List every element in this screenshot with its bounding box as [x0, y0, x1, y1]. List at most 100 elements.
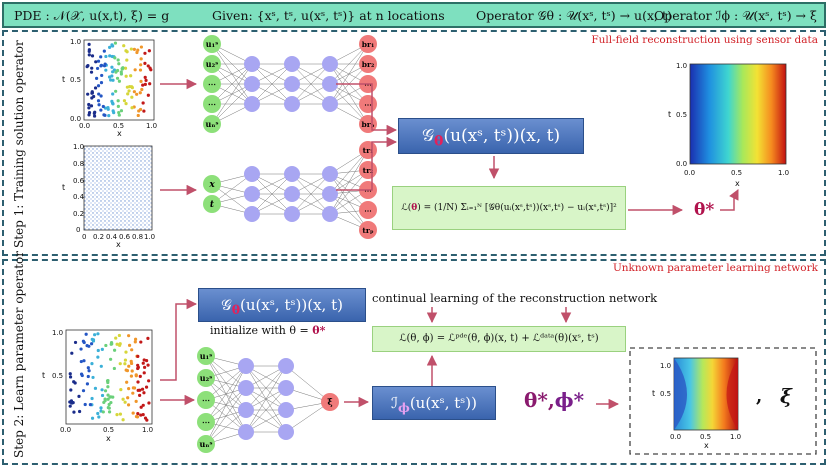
hidden-node — [322, 186, 338, 202]
continual-learning-text: continual learning of the reconstruction… — [372, 291, 658, 305]
hidden-node — [244, 186, 260, 202]
output-node — [321, 393, 339, 411]
operator-body: (u(xˢ, tˢ))(x, t) — [240, 296, 343, 314]
tick: 0.5 — [70, 76, 81, 84]
input-node-label: uₙˢ — [199, 439, 212, 449]
sensor-dot — [95, 66, 100, 71]
sensor-dot — [126, 92, 130, 96]
sensor-dot — [122, 99, 127, 103]
sensor-dot — [81, 339, 86, 343]
hidden-node — [244, 166, 260, 182]
sensor-dot — [132, 386, 137, 390]
tick: 1.0 — [660, 362, 671, 370]
sensor-dot — [99, 364, 103, 368]
pde-statement: PDE : 𝒩(𝒳, u(x,t), ξ) = g — [14, 8, 170, 23]
sensor-dot — [107, 402, 111, 407]
hidden-node — [322, 96, 338, 112]
sensor-dot — [129, 47, 133, 51]
param-symbol: ℐ — [390, 394, 399, 412]
input-node — [203, 35, 221, 53]
sensor-dot — [106, 393, 110, 397]
result-comma: , — [547, 388, 555, 412]
sensor-dot — [124, 102, 128, 106]
sensor-dot — [143, 82, 147, 86]
hidden-node — [244, 76, 260, 92]
sensor-dot — [133, 340, 137, 344]
operator-subscript: θ — [231, 302, 241, 317]
input-node — [203, 75, 221, 93]
sensor-dot — [97, 415, 101, 419]
sensor-dot — [99, 55, 103, 59]
input-node — [203, 195, 221, 213]
hidden-node — [244, 56, 260, 72]
sensor-dot — [133, 337, 138, 341]
step2-panel — [2, 259, 826, 465]
input-node — [203, 175, 221, 193]
sensor-dot — [113, 56, 117, 60]
sensor-dot — [91, 375, 95, 380]
sensor-dot — [88, 403, 92, 407]
tick: 0.6 — [119, 233, 131, 241]
output-node — [359, 35, 377, 53]
tick: 0 — [82, 233, 86, 241]
sensor-dot — [100, 393, 105, 398]
tick: 0.5 — [113, 122, 124, 130]
tick: 0.5 — [660, 390, 671, 398]
sensor-dot — [123, 358, 128, 362]
sensor-dot — [80, 373, 84, 378]
hidden-node — [238, 402, 254, 418]
sensor-dot — [102, 49, 106, 53]
sensor-dot — [124, 350, 128, 354]
sensor-dot — [111, 395, 115, 399]
header-bar: PDE : 𝒩(𝒳, u(x,t), ξ) = g Given: {xˢ, tˢ… — [2, 2, 826, 28]
sensor-dot — [112, 366, 116, 371]
hidden-node — [284, 56, 300, 72]
output-node-label: br₁ — [362, 40, 374, 49]
sensor-dot — [87, 113, 91, 117]
y-axis-label: t — [62, 183, 65, 192]
input-node-label: u₂ˢ — [200, 373, 212, 383]
sensor-dot — [87, 106, 91, 110]
sensor-dot — [141, 101, 145, 105]
sensor-dot — [136, 388, 140, 392]
sensor-dot — [73, 340, 78, 345]
step1-panel — [2, 30, 826, 256]
x-axis-label: x — [704, 441, 709, 450]
output-node-label: tr₂ — [363, 166, 374, 175]
sensor-dot — [127, 364, 131, 368]
sensor-dot — [82, 359, 86, 363]
sensor-dot — [102, 400, 106, 405]
sensor-dot — [134, 414, 139, 419]
output-node — [359, 201, 377, 219]
sensor-dot — [117, 79, 122, 83]
tick: 1.0 — [52, 329, 63, 337]
result-comma: , — [756, 386, 763, 407]
hidden-node — [284, 166, 300, 182]
sensor-dot — [139, 413, 143, 417]
input-node-label: t — [210, 200, 215, 210]
sensor-dot — [119, 109, 124, 113]
sensor-dot — [142, 391, 146, 395]
sensor-dot — [127, 343, 132, 347]
loss-theta: θ — [411, 203, 418, 213]
sensor-dot — [117, 110, 121, 115]
input-node-label: x — [208, 180, 215, 190]
sensor-dot — [96, 355, 100, 359]
sensor-dot — [68, 372, 72, 376]
tick: 0.5 — [676, 111, 687, 119]
sensor-dot — [86, 374, 90, 379]
tick: 0.0 — [684, 169, 695, 177]
operator-body: (u(xˢ, tˢ))(x, t) — [443, 126, 561, 146]
output-node-label: ξ — [327, 398, 332, 408]
input-node — [197, 391, 215, 409]
sensor-dot — [112, 110, 116, 115]
sensor-dot — [91, 339, 96, 343]
tick: 0.5 — [52, 372, 63, 380]
sensor-dot — [90, 416, 95, 420]
sensor-dot — [113, 348, 117, 352]
step1-loss-box: ℒ(θ) = (1/N) Σᵢ₌₁ᴺ [𝒢θ(uᵢ(xˢ,tˢ))(xˢ,tˢ)… — [392, 186, 626, 230]
sensor-dot — [77, 394, 81, 398]
sensor-dot — [142, 109, 146, 113]
sensor-dot — [110, 101, 115, 105]
sensor-dot — [79, 359, 83, 364]
